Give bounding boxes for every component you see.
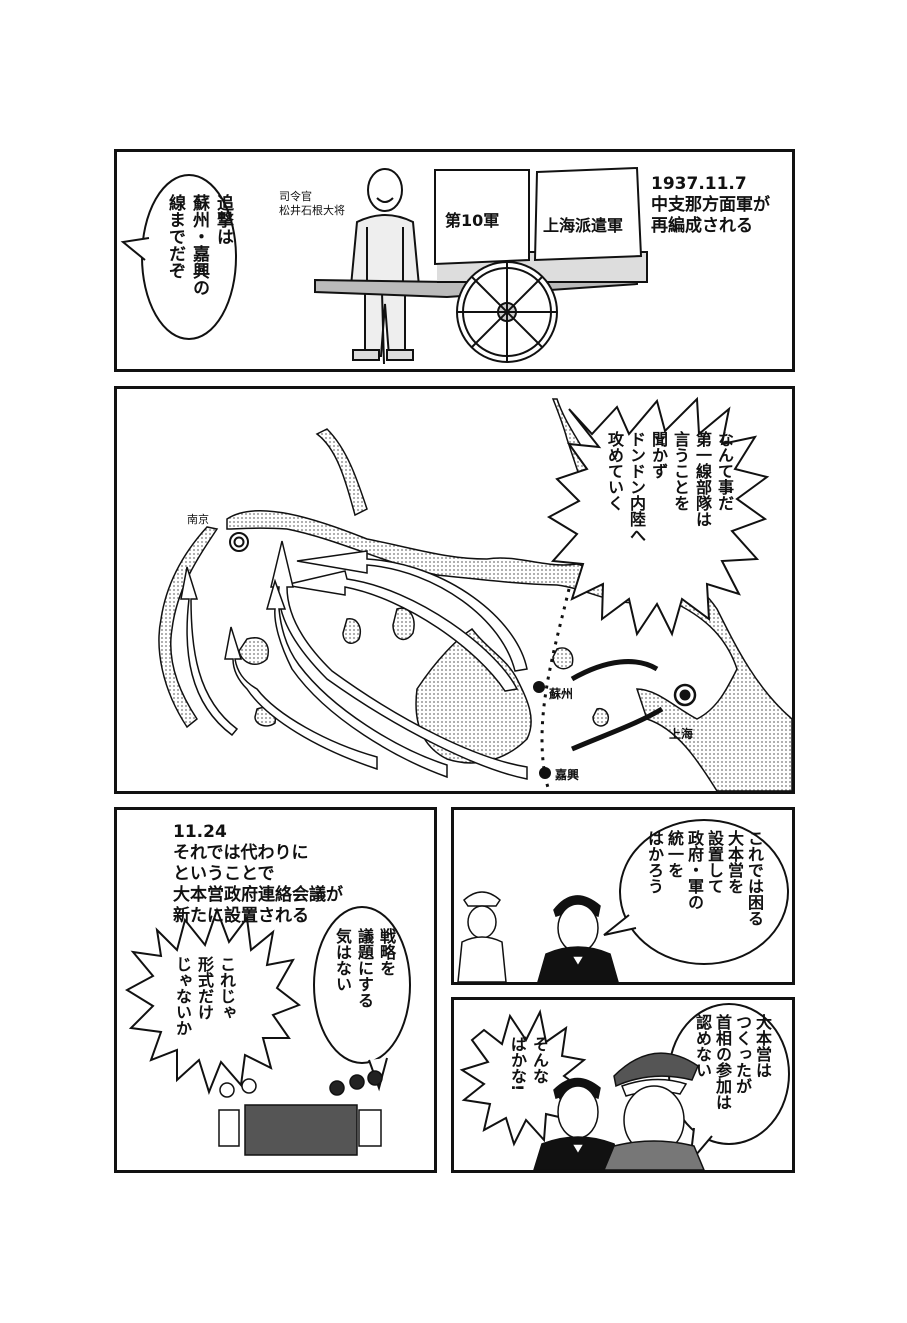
- paper-label-10th-army: 第10軍: [445, 211, 500, 230]
- speech-text-1: 追撃は 蘇州・嘉興の 線までだぞ: [165, 194, 233, 296]
- advance-arrows: [180, 540, 528, 780]
- speech-text-right: 戦略を 議題にする 気はない: [333, 928, 396, 1008]
- panel-4-art: [457, 819, 789, 982]
- shout-text-5-left: そんな ばかな!: [508, 1036, 549, 1092]
- shout-balloon-map: [546, 396, 770, 637]
- panel-4: これでは困る 大本営を 設置して 政府・軍の 統一を はかろう: [451, 807, 795, 985]
- meeting-caption: 11.24 それでは代わりに ということで 大本営政府連絡会議が 新たに設置され…: [173, 822, 343, 926]
- officer-figure: [457, 891, 507, 982]
- document-papers: [434, 166, 643, 266]
- commander-caption: 司令官 松井石根大将: [279, 190, 345, 217]
- lake-region: [238, 607, 609, 764]
- panel-5-art: [459, 1003, 790, 1170]
- meeting-table-scene: [218, 1070, 383, 1156]
- shout-balloon-left: [124, 907, 302, 1095]
- panel-1-art: [120, 166, 648, 365]
- speech-text-5-right: 大本営は つくったが 首相の参加は 認めない: [693, 1014, 772, 1110]
- city-label-jiaxing: 嘉興: [555, 768, 580, 782]
- shout-text-map: なんて事だ 第一線部隊は 言うことを 聞かず ドンドン内陸へ 攻めていく: [605, 431, 734, 543]
- city-marker-nanjing: [229, 532, 249, 552]
- panel-5: 大本営は つくったが 首相の参加は 認めない そんな ばかな!: [451, 997, 795, 1173]
- front-line: [540, 588, 571, 791]
- city-label-shanghai: 上海: [669, 727, 694, 741]
- general-figure: [603, 1052, 705, 1170]
- commander-figure: [349, 168, 421, 365]
- army-line-north: [570, 659, 659, 682]
- city-marker-jiaxing: [539, 767, 551, 779]
- shout-text-left: これじゃ 形式だけ じゃないか: [173, 956, 236, 1036]
- speech-text-4: これでは困る 大本営を 設置して 政府・軍の 統一を はかろう: [645, 830, 764, 926]
- politician-figure-surprised: [533, 1077, 623, 1170]
- panel-3: 11.24 それでは代わりに ということで 大本営政府連絡会議が 新たに設置され…: [114, 807, 437, 1173]
- speech-balloon-right: [313, 906, 411, 1092]
- army-line-south: [571, 706, 664, 752]
- map-art: [158, 396, 792, 791]
- city-label-suzhou: 蘇州: [549, 687, 574, 701]
- panel-1: 追撃は 蘇州・嘉興の 線までだぞ 司令官 松井石根大将 第10軍 上海派遣軍 1…: [114, 149, 795, 372]
- cart: [314, 251, 648, 363]
- speech-balloon-1: [120, 174, 237, 340]
- speech-balloon-4: [603, 819, 789, 965]
- panel-3-art: [124, 906, 411, 1156]
- panel-2-map: なんて事だ 第一線部隊は 言うことを 聞かず ドンドン内陸へ 攻めていく 南京 …: [114, 386, 795, 794]
- paper-label-shanghai-army: 上海派遣軍: [543, 216, 624, 235]
- city-marker-suzhou: [533, 681, 545, 693]
- politician-figure: [537, 895, 619, 982]
- city-marker-shanghai: [673, 683, 697, 707]
- date-caption: 1937.11.7 中支那方面軍が 再編成される: [651, 174, 770, 236]
- city-label-nanjing: 南京: [187, 513, 209, 526]
